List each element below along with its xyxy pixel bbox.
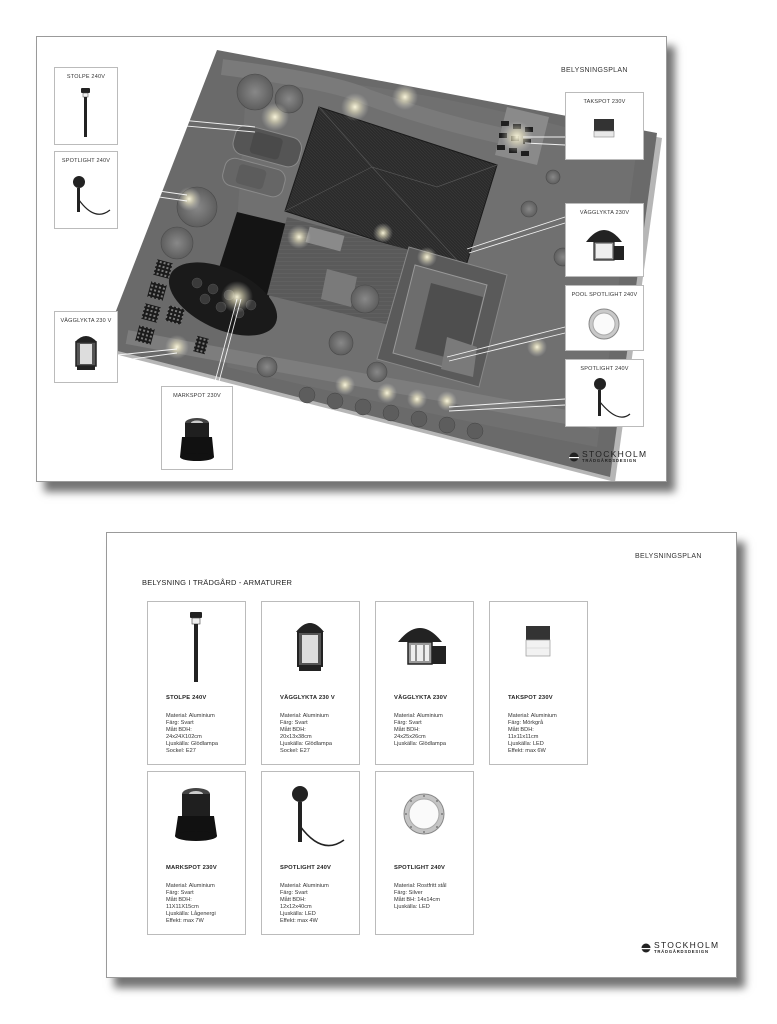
fixture-spec: Ljuskälla: Glödlampa xyxy=(166,741,218,747)
pool-light-icon xyxy=(588,308,620,340)
callout-spotlight-right: SPOTLIGHT 240V xyxy=(565,359,644,427)
fixture-name: SPOTLIGHT 240V xyxy=(394,865,446,871)
fixture-spec: Färg: Silver xyxy=(394,890,423,896)
fixture-spec: Material: Aluminium xyxy=(166,883,215,889)
fixture-spec: Mått BDH: xyxy=(508,727,534,733)
sheet-title: BELYSNINGSPLAN xyxy=(635,553,702,560)
wall-lamp-dome-icon xyxy=(398,628,446,665)
post-lamp-icon xyxy=(190,612,202,682)
fixture-spec: Ljuskälla: Glödlampa xyxy=(394,741,446,747)
callout-label: SPOTLIGHT 240V xyxy=(61,158,111,164)
fixture-spec: Effekt: max 6W xyxy=(508,748,546,754)
fixture-name: MARKSPOT 230V xyxy=(166,865,217,871)
fixture-spec: Mått BDH: xyxy=(394,727,420,733)
fixture-spec: Färg: Svart xyxy=(394,720,422,726)
fixture-spec: Effekt: max 7W xyxy=(166,918,204,924)
callout-label: VÄGGLYKTA 230 V xyxy=(60,318,112,324)
wall-lamp-dome-icon xyxy=(586,230,624,261)
site-plan-drawing xyxy=(102,50,662,481)
fixture-spec: Ljuskälla: Lågenergi xyxy=(166,911,216,917)
fixture-name: SPOTLIGHT 240V xyxy=(280,865,332,871)
logo-main-text: STOCKHOLM xyxy=(654,940,720,950)
fixture-spec: 11X11X15cm xyxy=(166,904,199,910)
fixture-spec: Färg: Svart xyxy=(280,890,308,896)
fixture-spec: Ljuskälla: LED xyxy=(508,741,544,747)
fixture-spec: Material: Aluminium xyxy=(394,713,443,719)
fixture-card: MARKSPOT 230V Material: Aluminium Färg: … xyxy=(147,771,246,935)
fixture-spec: Sockel: E27 xyxy=(166,748,196,754)
logo-sub-text: TRÄDGÅRDSDESIGN xyxy=(654,949,709,954)
fixture-spec: Ljuskälla: Glödlampa xyxy=(280,741,332,747)
fixture-name: TAKSPOT 230V xyxy=(508,695,553,701)
fixture-spec: Färg: Svart xyxy=(166,890,194,896)
fixture-name: STOLPE 240V xyxy=(166,695,207,701)
callout-label: VÄGGLYKTA 230V xyxy=(579,210,630,216)
wall-lantern-icon xyxy=(75,336,97,370)
fixture-spec: Material: Aluminium xyxy=(508,713,557,719)
callout-label: SPOTLIGHT 240V xyxy=(580,366,629,372)
spike-spotlight-icon xyxy=(594,378,631,418)
callout-label: TAKSPOT 230V xyxy=(583,99,626,105)
fixture-spec: Färg: Mörkgrå xyxy=(508,720,544,726)
fixture-spec: Färg: Svart xyxy=(280,720,308,726)
callout-spotlight-left: SPOTLIGHT 240V xyxy=(54,151,118,229)
fixture-name: VÄGGLYKTA 230 V xyxy=(280,695,335,701)
callout-vagglykta-right: VÄGGLYKTA 230V xyxy=(565,203,644,277)
fixture-spec: Sockel: E27 xyxy=(280,748,310,754)
fixture-spec: Ljuskälla: LED xyxy=(280,911,316,917)
ceiling-spot-icon xyxy=(593,119,615,138)
sheet-title: BELYSNINGSPLAN xyxy=(561,67,628,74)
callout-label: STOLPE 240V xyxy=(66,74,106,80)
fixture-card: VÄGGLYKTA 230 V Material: Aluminium Färg… xyxy=(261,601,360,765)
fixture-spec: 24x25x26cm xyxy=(394,734,426,740)
fixture-spec: Effekt: max 4W xyxy=(280,918,318,924)
fixture-spec: Material: Aluminium xyxy=(280,713,329,719)
callout-takspot: TAKSPOT 230V xyxy=(565,92,644,160)
fixture-spec: Material: Rostfritt stål xyxy=(394,883,447,889)
fixture-spec: 12x12x40cm xyxy=(280,904,312,910)
callout-stolpe: STOLPE 240V xyxy=(54,67,118,145)
fixture-spec: Material: Aluminium xyxy=(280,883,329,889)
wall-lantern-icon xyxy=(296,623,324,671)
callout-label: MARKSPOT 230V xyxy=(173,393,221,399)
fixture-spec: Mått BDH: xyxy=(280,727,306,733)
ground-spot-icon xyxy=(175,788,217,841)
callout-pool-spotlight: POOL SPOTLIGHT 240V xyxy=(565,285,644,351)
callout-markspot: MARKSPOT 230V xyxy=(161,386,233,470)
pool-light-icon xyxy=(403,793,445,835)
fixture-spec: Material: Aluminium xyxy=(166,713,215,719)
fixture-spec: 24x24X102cm xyxy=(166,734,202,740)
logo-main-text: STOCKHOLM xyxy=(582,449,648,459)
fixture-card: TAKSPOT 230V Material: Aluminium Färg: M… xyxy=(489,601,588,765)
fixture-spec: Mått BH: 14x14cm xyxy=(394,897,441,903)
fixture-name: VÄGGLYKTA 230V xyxy=(394,695,448,701)
callout-label: POOL SPOTLIGHT 240V xyxy=(571,292,638,298)
logo-mark-icon xyxy=(641,943,651,952)
post-lamp-icon xyxy=(81,88,90,137)
section-title: BELYSNING I TRÄDGÅRD - ARMATURER xyxy=(142,578,293,587)
fixture-card: STOLPE 240V Material: Aluminium Färg: Sv… xyxy=(147,601,246,765)
ceiling-spot-icon xyxy=(525,626,551,657)
fixture-spec: 11x11x11cm xyxy=(508,734,539,740)
lighting-plan-sheet: BELYSNINGSPLAN xyxy=(36,36,667,482)
fixture-spec: Färg: Svart xyxy=(166,720,194,726)
fixture-spec: Mått BDH: xyxy=(166,727,192,733)
company-logo: STOCKHOLM TRÄDGÅRDSDESIGN xyxy=(641,941,719,954)
fixture-spec: Ljuskälla: LED xyxy=(394,904,430,910)
logo-mark-icon xyxy=(569,452,579,461)
spike-spotlight-icon xyxy=(292,786,345,847)
fixture-spec: 20x13x38cm xyxy=(280,734,312,740)
fixture-card: SPOTLIGHT 240V Material: Rostfritt stål … xyxy=(375,771,474,935)
fixture-card: SPOTLIGHT 240V Material: Aluminium Färg:… xyxy=(261,771,360,935)
fixture-spec: Mått BDH: xyxy=(280,897,306,903)
callout-vagglykta-left: VÄGGLYKTA 230 V xyxy=(54,311,118,383)
ground-spot-icon xyxy=(180,418,214,461)
logo-sub-text: TRÄDGÅRDSDESIGN xyxy=(582,458,637,463)
company-logo: STOCKHOLM TRÄDGÅRDSDESIGN xyxy=(569,450,647,463)
spike-spotlight-icon xyxy=(73,176,111,215)
fixture-spec: Mått BDH: xyxy=(166,897,192,903)
fixtures-sheet: BELYSNINGSPLAN BELYSNING I TRÄDGÅRD - AR… xyxy=(106,532,737,978)
fixture-card: VÄGGLYKTA 230V Material: Aluminium Färg:… xyxy=(375,601,474,765)
